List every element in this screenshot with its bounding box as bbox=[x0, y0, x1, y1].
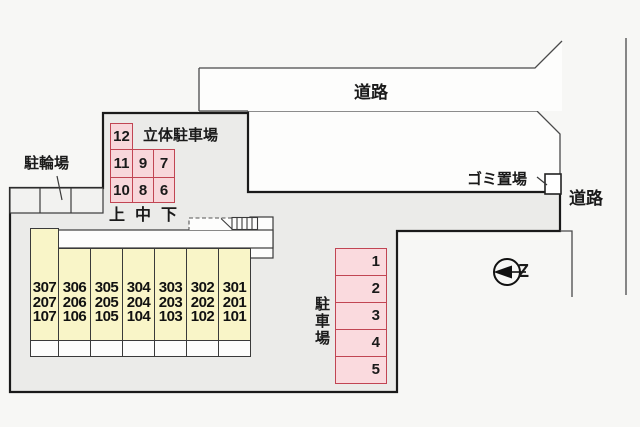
road-right-inner-edge bbox=[560, 230, 573, 297]
building-column-6 bbox=[186, 248, 219, 341]
stack-cell-9: 9 bbox=[132, 149, 154, 178]
stack-tier-labels: 上 中 下 bbox=[109, 201, 177, 225]
room-numbers-stack: 306 206 106 bbox=[62, 279, 87, 325]
building-balcony-cell bbox=[30, 340, 59, 357]
parking-space-1: 1 bbox=[335, 248, 387, 276]
building-corridor bbox=[57, 229, 274, 249]
tier-upper: 上 bbox=[109, 207, 126, 224]
building-balcony-cell bbox=[154, 340, 187, 357]
stack-cell-7: 7 bbox=[153, 149, 175, 178]
building-balcony-cell bbox=[186, 340, 219, 357]
building-column-5 bbox=[154, 248, 187, 341]
building-column-3 bbox=[90, 248, 123, 341]
road-top-band bbox=[199, 41, 562, 111]
stairs-landing bbox=[189, 218, 232, 230]
bicycle-rack bbox=[9, 187, 104, 214]
stairs-icon bbox=[220, 216, 259, 231]
building-balcony-cell bbox=[90, 340, 123, 357]
garbage-leader-line bbox=[536, 176, 548, 186]
stack-cell-12: 12 bbox=[110, 123, 133, 150]
building-balcony-cell bbox=[58, 340, 91, 357]
stack-cell-10: 10 bbox=[110, 177, 133, 203]
road-top-upper-edge bbox=[199, 40, 563, 69]
stack-cell-8: 8 bbox=[132, 177, 154, 203]
bicycle-leader-line bbox=[56, 175, 63, 201]
parking-space-5: 5 bbox=[335, 356, 387, 384]
parking-lot-label: 駐車場 bbox=[313, 296, 330, 347]
building-balcony-cell bbox=[218, 340, 251, 357]
tier-lower: 下 bbox=[160, 207, 177, 224]
stairs-dashed-edge bbox=[188, 217, 232, 230]
building-balcony-cell bbox=[122, 340, 155, 357]
road-top-label: 道路 bbox=[354, 83, 388, 102]
room-numbers-stack: 307 207 107 bbox=[32, 279, 57, 325]
garbage-area-label: ゴミ置場 bbox=[467, 171, 528, 188]
stack-cell-11: 11 bbox=[110, 149, 133, 178]
room-numbers-stack: 301 201 101 bbox=[222, 279, 247, 325]
stack-cell-6: 6 bbox=[153, 177, 175, 203]
tier-middle: 中 bbox=[134, 207, 151, 224]
room-numbers-stack: 302 202 102 bbox=[190, 279, 215, 325]
room-numbers-stack: 304 204 104 bbox=[126, 279, 151, 325]
compass-letter: Z bbox=[518, 261, 529, 281]
room-numbers-stack: 303 203 103 bbox=[158, 279, 183, 325]
garbage-box bbox=[544, 173, 562, 195]
compass-icon bbox=[493, 258, 526, 286]
bicycle-parking-label: 駐輪場 bbox=[24, 155, 70, 172]
building-column-7 bbox=[218, 248, 251, 341]
road-right-label: 道路 bbox=[569, 189, 603, 208]
parking-space-2: 2 bbox=[335, 275, 387, 303]
stack-parking-title: 立体駐車場 bbox=[143, 127, 219, 144]
room-numbers-stack: 305 205 105 bbox=[94, 279, 119, 325]
parking-space-4: 4 bbox=[335, 329, 387, 357]
parking-space-3: 3 bbox=[335, 302, 387, 330]
